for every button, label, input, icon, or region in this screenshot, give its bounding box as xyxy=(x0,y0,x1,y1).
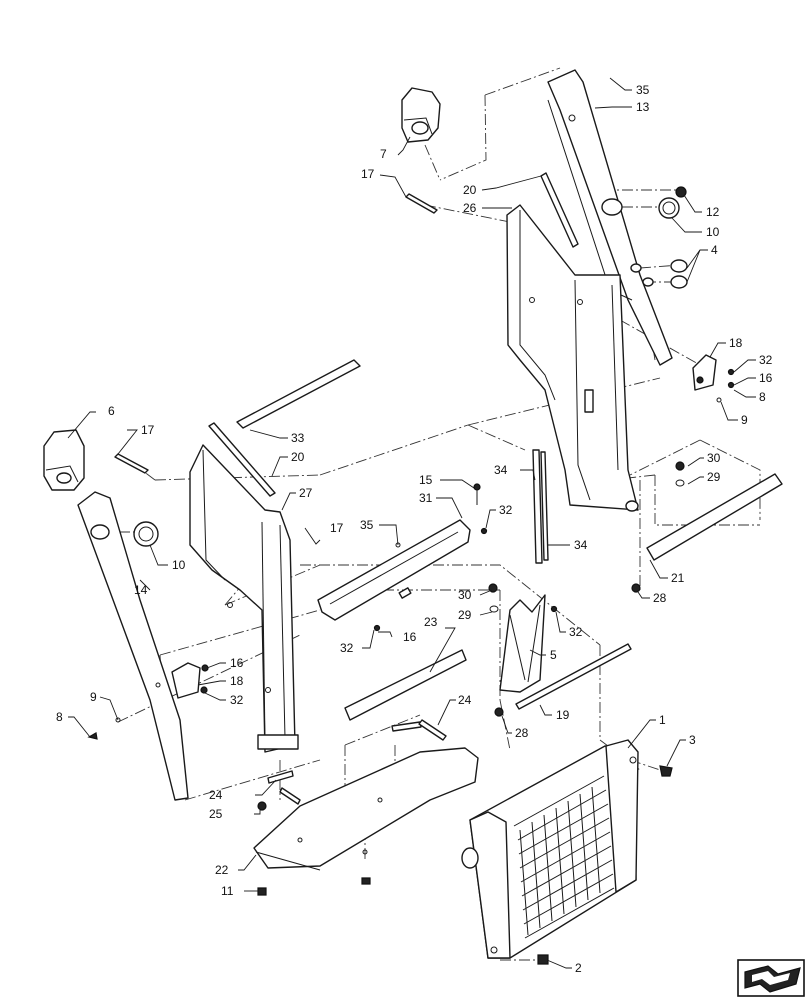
strip-21 xyxy=(646,473,783,561)
fastener-3 xyxy=(659,765,673,777)
callout-33: 33 xyxy=(291,431,305,445)
callout-32: 32 xyxy=(759,353,773,367)
callout-30: 30 xyxy=(458,588,472,602)
callout-24: 24 xyxy=(458,693,472,707)
callout-18: 18 xyxy=(729,336,743,350)
callout-17: 17 xyxy=(141,423,155,437)
left-upper-cap-6 xyxy=(43,429,85,491)
fasteners-30-29-mid xyxy=(488,583,499,613)
callout-24: 24 xyxy=(209,788,223,802)
callout-10: 10 xyxy=(172,558,186,572)
hinge-bracket-18-right xyxy=(692,354,735,403)
callout-31: 31 xyxy=(419,491,433,505)
callout-20: 20 xyxy=(291,450,305,464)
callout-29: 29 xyxy=(458,608,472,622)
callout-26: 26 xyxy=(463,201,477,215)
radiator-core xyxy=(513,775,615,939)
callout-16: 16 xyxy=(759,371,773,385)
callout-22: 22 xyxy=(215,863,229,877)
callout-32: 32 xyxy=(499,503,513,517)
base-plate-22 xyxy=(253,747,479,871)
arrow-navigation-icon[interactable] xyxy=(737,959,805,997)
callout-34: 34 xyxy=(494,463,508,477)
support-bracket-31 xyxy=(317,483,488,632)
callout-18: 18 xyxy=(230,674,244,688)
strip-34 xyxy=(532,449,549,564)
callout-29: 29 xyxy=(707,470,721,484)
callout-23: 23 xyxy=(424,615,438,629)
callout-19: 19 xyxy=(556,708,570,722)
callout-9: 9 xyxy=(741,413,748,427)
callout-32: 32 xyxy=(569,625,583,639)
callout-32: 32 xyxy=(340,641,354,655)
callout-labels: 35 13 7 17 20 26 12 10 4 18 32 16 8 9 6 … xyxy=(56,83,773,975)
radiator-1 xyxy=(461,739,639,959)
fasteners-30-29-right xyxy=(675,461,685,487)
rod-17-upper xyxy=(405,193,438,214)
callout-35: 35 xyxy=(360,518,374,532)
fastener-2 xyxy=(537,954,549,965)
strip-23 xyxy=(344,649,467,721)
right-main-bracket-26 xyxy=(506,204,639,512)
callout-14: 14 xyxy=(134,583,148,597)
callout-3: 3 xyxy=(689,733,696,747)
grommet-10-left xyxy=(133,521,159,547)
callout-34: 34 xyxy=(574,538,588,552)
callout-30: 30 xyxy=(707,451,721,465)
right-upper-cap-7 xyxy=(401,87,441,143)
fasteners-left xyxy=(87,717,121,740)
callout-35: 35 xyxy=(636,83,650,97)
callout-7: 7 xyxy=(380,147,387,161)
callout-28: 28 xyxy=(653,591,667,605)
callout-12: 12 xyxy=(706,205,720,219)
strip-20-lower xyxy=(208,422,276,497)
callout-25: 25 xyxy=(209,807,223,821)
callout-11: 11 xyxy=(221,884,234,898)
bolt-11 xyxy=(257,877,371,896)
pins-24 xyxy=(267,719,447,805)
bracket-5 xyxy=(499,594,558,693)
callout-8: 8 xyxy=(56,710,63,724)
left-panel-14 xyxy=(77,491,189,801)
leader-lines xyxy=(67,77,756,969)
strip-20-upper xyxy=(540,172,579,248)
strip-33 xyxy=(236,359,361,429)
rod-19 xyxy=(515,643,632,710)
callout-21: 21 xyxy=(671,571,685,585)
bolt-25 xyxy=(257,801,267,811)
callout-4: 4 xyxy=(711,243,718,257)
callout-2: 2 xyxy=(575,961,582,975)
callout-28: 28 xyxy=(515,726,529,740)
callout-13: 13 xyxy=(636,100,650,114)
callout-16: 16 xyxy=(230,656,244,670)
left-main-bracket-27 xyxy=(189,444,299,753)
callout-32: 32 xyxy=(230,693,244,707)
callout-17: 17 xyxy=(330,521,344,535)
hinge-bracket-18-left xyxy=(171,662,209,699)
nut-28-right xyxy=(631,583,641,593)
callout-1: 1 xyxy=(659,713,666,727)
callout-6: 6 xyxy=(108,404,115,418)
callout-17: 17 xyxy=(361,167,375,181)
callout-10: 10 xyxy=(706,225,720,239)
rod-17-left xyxy=(114,453,149,474)
grommets-4 xyxy=(670,259,688,289)
callout-8: 8 xyxy=(759,390,766,404)
callout-9: 9 xyxy=(90,690,97,704)
plug-12 xyxy=(675,186,687,198)
callout-5: 5 xyxy=(550,648,557,662)
callout-16: 16 xyxy=(403,630,417,644)
callout-27: 27 xyxy=(299,486,313,500)
callout-15: 15 xyxy=(419,473,433,487)
callout-20: 20 xyxy=(463,183,477,197)
grommet-10-right xyxy=(658,197,680,219)
nut-28-mid xyxy=(494,707,504,717)
